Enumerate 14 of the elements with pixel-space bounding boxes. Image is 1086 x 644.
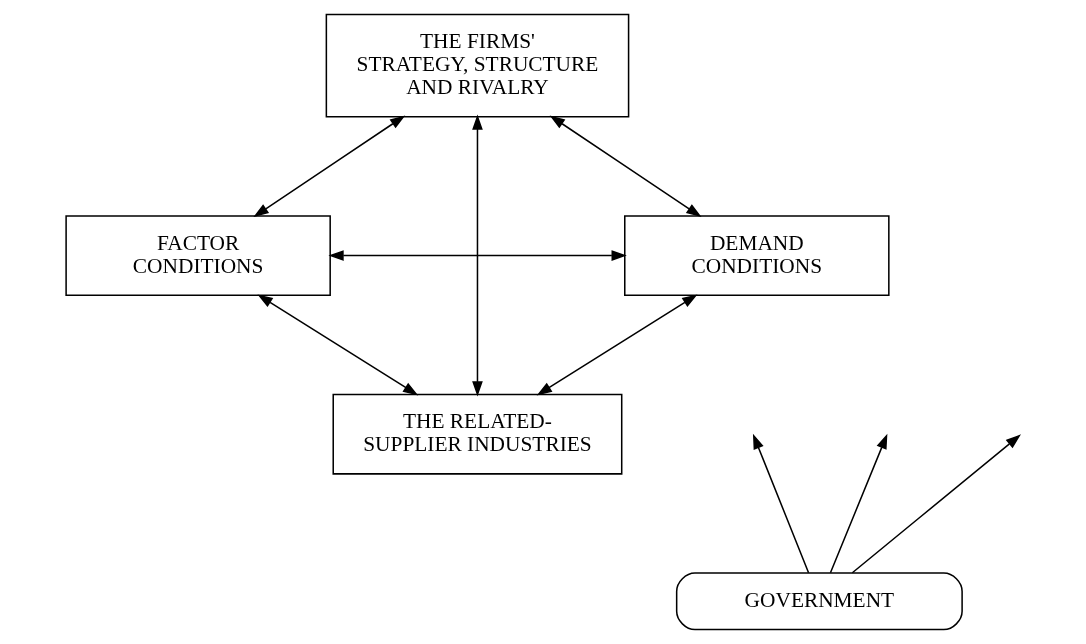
node-box: THE FIRMS' STRATEGY, STRUCTURE AND RIVALRY — [325, 13, 630, 118]
arrow — [257, 294, 419, 396]
arrow — [536, 294, 698, 396]
arrow — [851, 434, 1021, 574]
node-box: FACTOR CONDITIONS — [65, 215, 331, 297]
arrow — [752, 433, 810, 574]
arrow — [253, 115, 406, 218]
arrow — [328, 250, 627, 261]
node-box: THE RELATED- SUPPLIER INDUSTRIES — [332, 393, 623, 475]
node-box: DEMAND CONDITIONS — [624, 215, 890, 297]
arrow — [472, 114, 483, 397]
arrow — [829, 433, 888, 574]
arrow — [549, 115, 702, 218]
node-box: GOVERNMENT — [675, 572, 963, 631]
